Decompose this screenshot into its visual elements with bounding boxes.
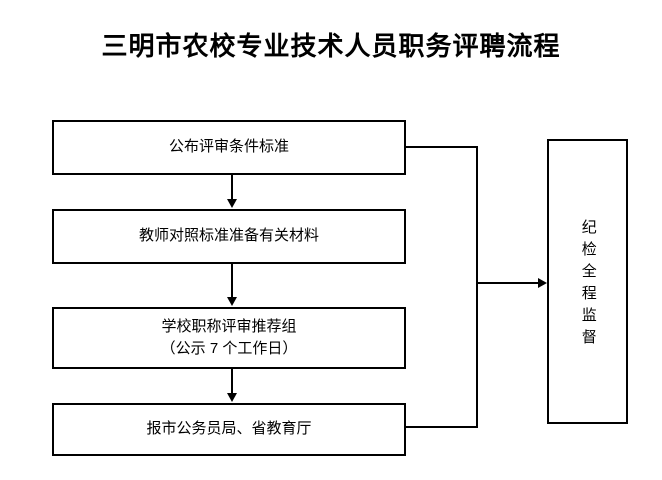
arrow-head-spine-to-oversight bbox=[538, 278, 547, 288]
flow-node-teacher-prepare[interactable]: 教师对照标准准备有关材料 bbox=[52, 209, 406, 264]
connector-line-publish-to-spine bbox=[404, 146, 478, 148]
flow-node-label: 公布评审条件标准 bbox=[168, 138, 289, 156]
connector-line-submit-to-spine bbox=[404, 426, 478, 428]
flow-node-school-review-group[interactable]: 学校职称评审推荐组 （公示 7 个工作日） bbox=[52, 307, 406, 369]
connector-line-review-to-submit bbox=[231, 369, 233, 395]
flow-node-submit-bureau[interactable]: 报市公务员局、省教育厅 bbox=[52, 403, 406, 456]
page-title: 三明市农校专业技术人员职务评聘流程 bbox=[101, 32, 561, 61]
arrow-head-publish-to-prepare bbox=[227, 199, 237, 208]
arrow-head-review-to-submit bbox=[227, 393, 237, 402]
flow-node-discipline-oversight[interactable]: 纪检全程监督 bbox=[547, 139, 628, 424]
connector-spine-vertical bbox=[476, 146, 478, 428]
flow-node-label-secondary: （公示 7 个工作日） bbox=[160, 340, 298, 357]
flow-node-publish-criteria[interactable]: 公布评审条件标准 bbox=[52, 120, 406, 175]
flow-node-label: 纪检全程监督 bbox=[579, 218, 597, 351]
flow-node-label: 学校职称评审推荐组 bbox=[161, 317, 297, 335]
arrow-head-prepare-to-review bbox=[227, 297, 237, 306]
connector-line-spine-to-oversight bbox=[476, 282, 540, 284]
connector-line-publish-to-prepare bbox=[231, 175, 233, 201]
flow-node-label: 教师对照标准准备有关材料 bbox=[138, 227, 319, 245]
flow-node-label: 报市公务员局、省教育厅 bbox=[146, 420, 312, 438]
connector-line-prepare-to-review bbox=[231, 264, 233, 299]
